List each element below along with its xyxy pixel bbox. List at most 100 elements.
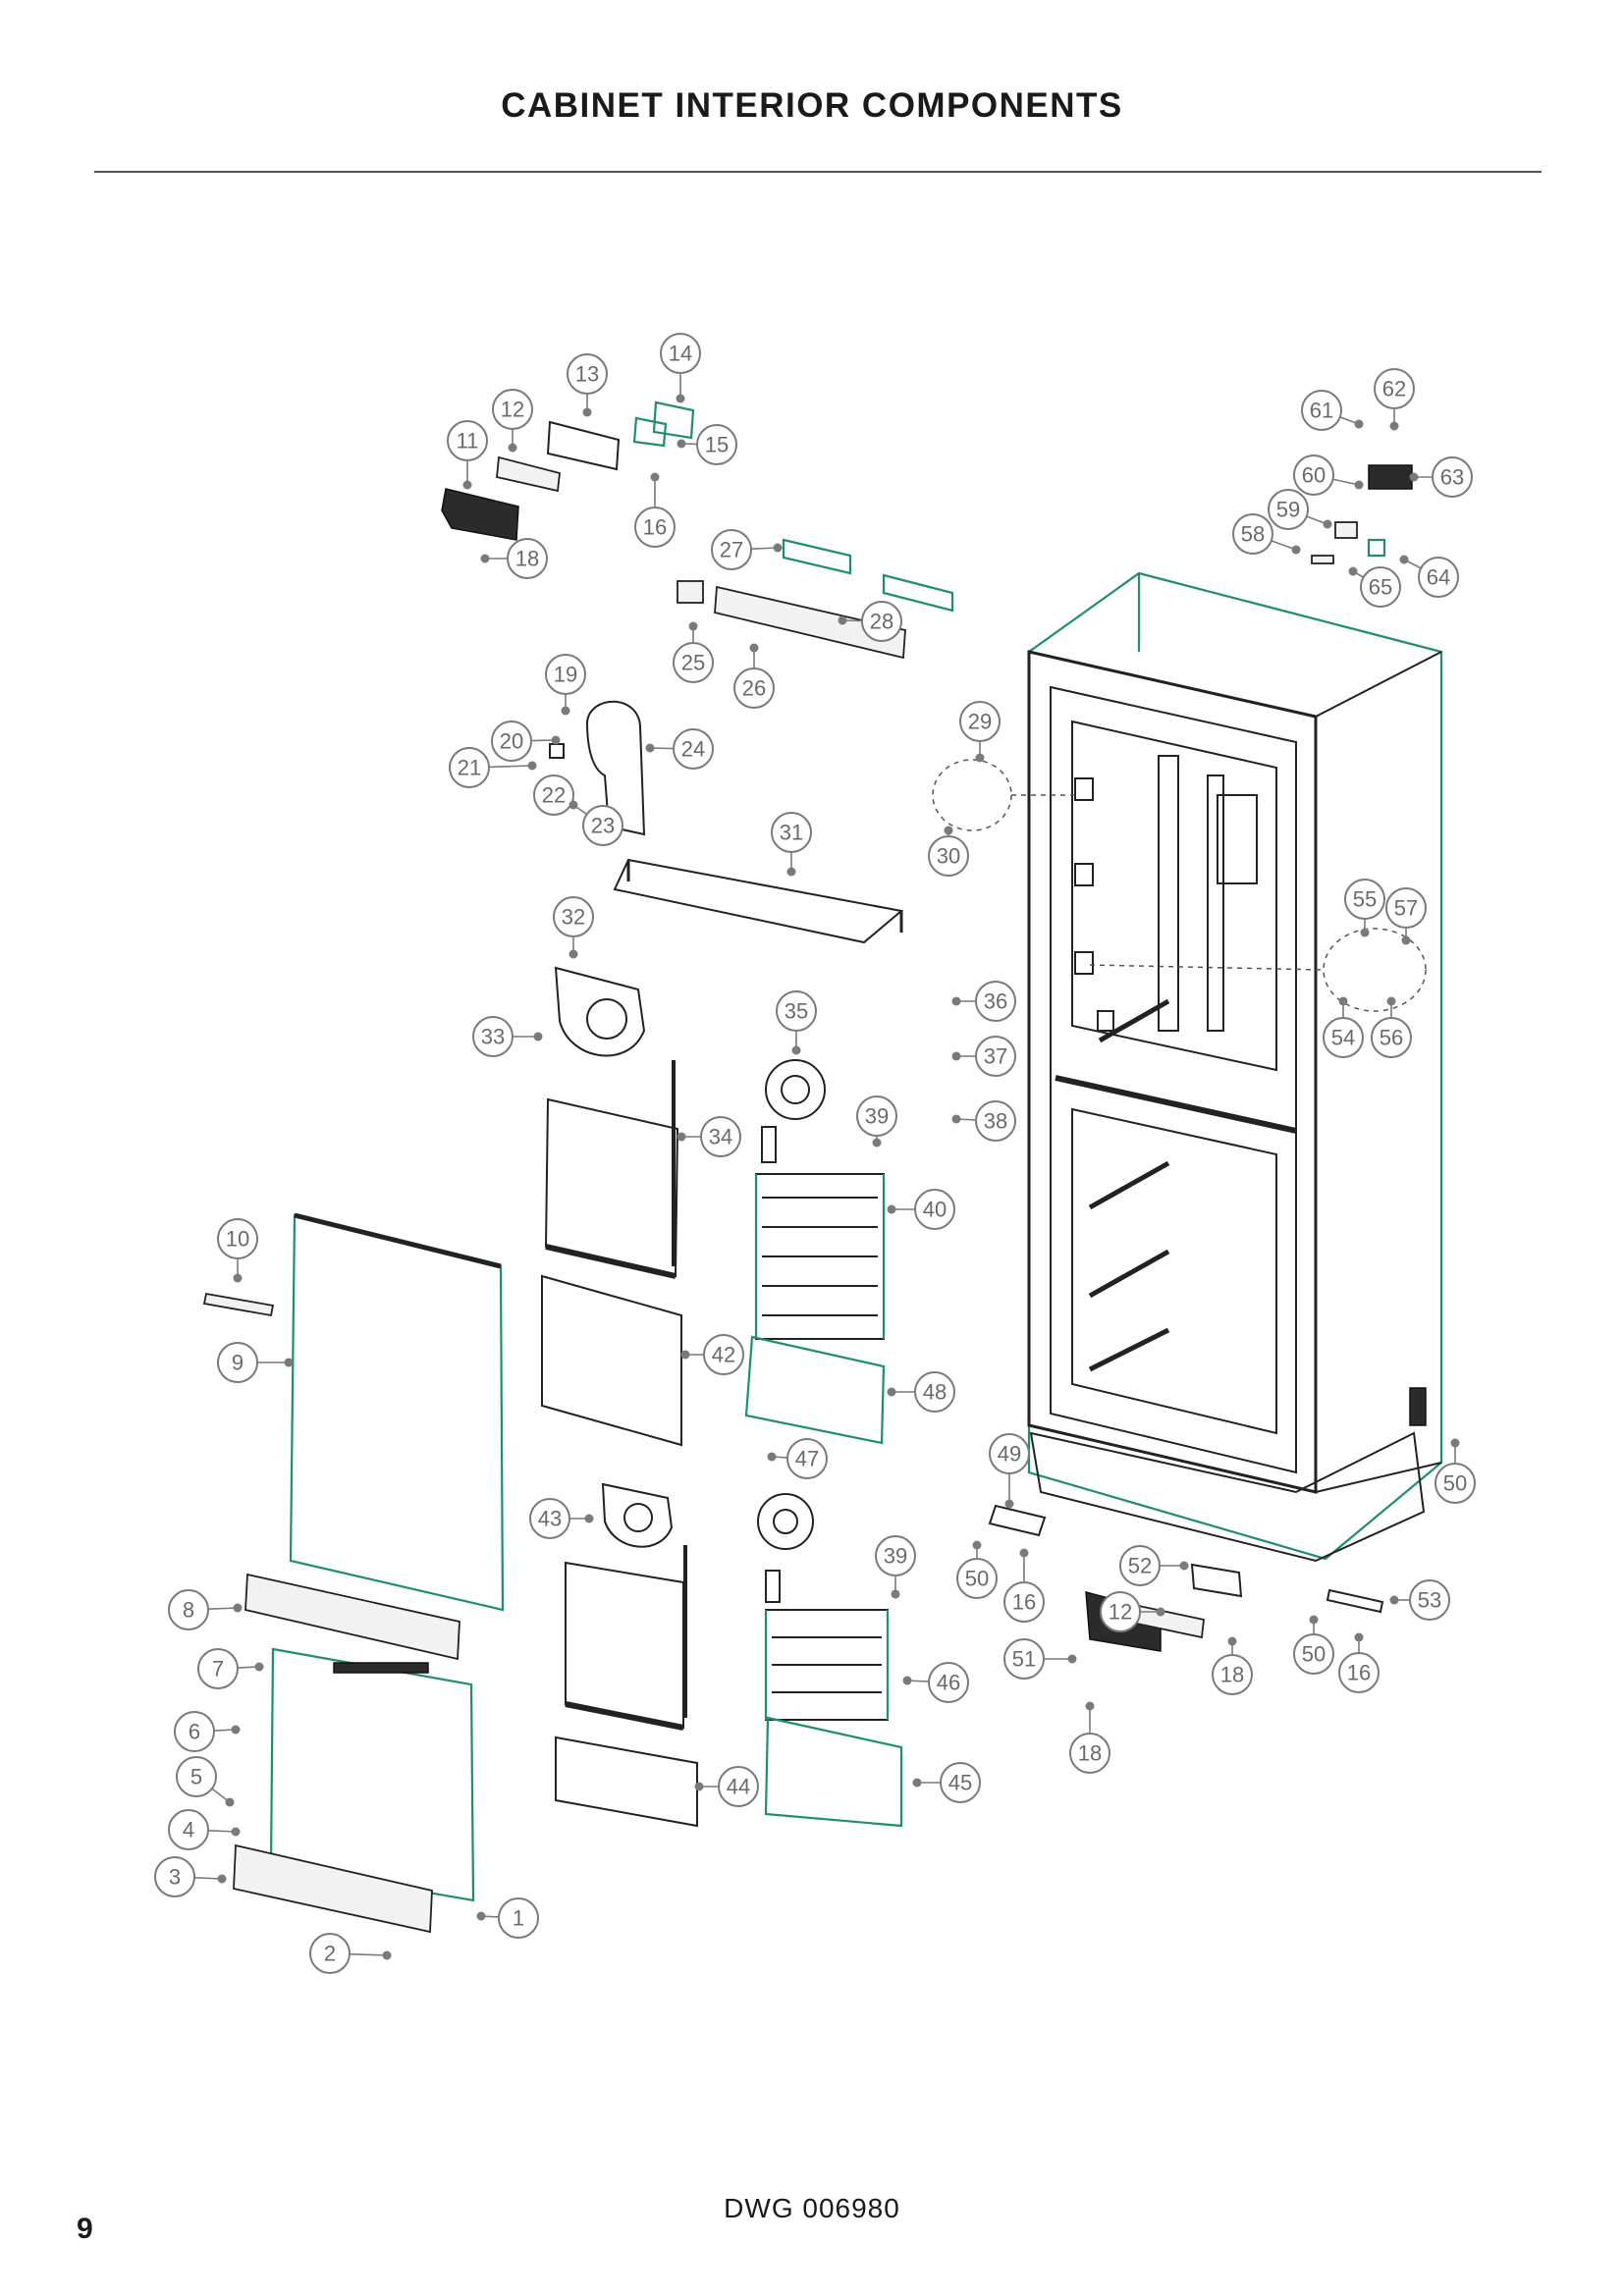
- callout-circle: [491, 721, 532, 762]
- callout-circle: [940, 1762, 981, 1803]
- callout-leader-dot: [1004, 1499, 1014, 1509]
- callout-circle: [1435, 1463, 1476, 1504]
- callout-label: 8: [183, 1598, 194, 1623]
- bracket-right: [882, 573, 954, 613]
- callout-64: 64: [1399, 555, 1459, 598]
- callout-35: 35: [776, 990, 817, 1055]
- callout-label: 23: [591, 814, 615, 838]
- callout-leader-dot: [1338, 996, 1348, 1006]
- callout-leader-dot: [1450, 1438, 1460, 1448]
- callout-13: 13: [567, 353, 608, 417]
- callout-leader-dot: [767, 1452, 777, 1462]
- callout-circle: [533, 774, 574, 816]
- callout-28: 28: [838, 601, 902, 642]
- callout-leader-dot: [773, 543, 783, 553]
- callout-leader-dot: [508, 443, 517, 453]
- callout-label: 38: [984, 1109, 1007, 1134]
- callout-label: 27: [720, 538, 743, 562]
- callout-circle: [545, 654, 586, 695]
- callout-leader-dot: [1389, 1595, 1399, 1605]
- drawing-number: DWG 006980: [724, 2193, 900, 2223]
- callout-label: 26: [742, 676, 766, 701]
- callout-circle: [786, 1438, 828, 1479]
- callout-circle: [673, 642, 714, 683]
- callout-circle: [696, 424, 737, 465]
- callout-18: 18: [1069, 1701, 1110, 1774]
- callout-label: 53: [1418, 1588, 1441, 1613]
- callout-leader-dot: [231, 1725, 241, 1735]
- callout-label: 50: [965, 1567, 989, 1591]
- callout-7: 7: [197, 1648, 264, 1689]
- callout-circle: [928, 835, 969, 877]
- callout-16: 16: [1003, 1548, 1045, 1623]
- callout-label: 63: [1440, 465, 1464, 490]
- callout-circle: [1100, 1591, 1141, 1632]
- callout-leader: [349, 1952, 388, 1956]
- callout-circle: [1268, 489, 1309, 530]
- callout-label: 61: [1310, 399, 1333, 423]
- callout-circle: [914, 1371, 955, 1413]
- callout-leader-dot: [225, 1797, 235, 1807]
- callout-circle: [1338, 1652, 1380, 1693]
- callout-leader-dot: [1354, 419, 1364, 429]
- callout-leader-dot: [791, 1045, 801, 1055]
- callout-label: 54: [1331, 1026, 1355, 1050]
- callout-leader-dot: [582, 407, 592, 417]
- callout-circle: [959, 701, 1001, 742]
- callout-leader-dot: [1085, 1701, 1095, 1711]
- callout-16: 16: [1338, 1632, 1380, 1693]
- callout-leader-dot: [1354, 480, 1364, 490]
- trim-strip-upper: [244, 1573, 460, 1661]
- callout-leader-dot: [527, 761, 537, 771]
- callout-46: 46: [902, 1662, 969, 1703]
- callout-label: 20: [500, 729, 523, 754]
- lower-hinge-bracket: [1190, 1563, 1243, 1598]
- detail-circle-sensor: [1323, 928, 1427, 1012]
- callout-58: 58: [1232, 513, 1301, 555]
- evaporator-cover-lower: [565, 1545, 687, 1731]
- callout-33: 33: [472, 1016, 543, 1057]
- callout-leader-dot: [872, 1138, 882, 1148]
- callout-label: 24: [681, 737, 705, 762]
- callout-37: 37: [951, 1036, 1016, 1077]
- callout-label: 22: [542, 783, 566, 808]
- callout-circle: [217, 1218, 258, 1259]
- callout-circle: [1232, 513, 1273, 555]
- callout-43: 43: [529, 1498, 594, 1539]
- callout-19: 19: [545, 654, 586, 716]
- callout-circle: [861, 601, 902, 642]
- callout-label: 11: [457, 429, 479, 454]
- fan-upper: [765, 1059, 826, 1120]
- callout-31: 31: [771, 812, 812, 877]
- callout-leader-dot: [1179, 1561, 1189, 1571]
- callout-leader-dot: [1354, 1632, 1364, 1642]
- callout-leader-dot: [902, 1676, 912, 1685]
- callout-label: 62: [1382, 377, 1406, 401]
- callout-label: 19: [554, 663, 577, 687]
- callout-49: 49: [989, 1433, 1030, 1509]
- callout-leader-dot: [533, 1032, 543, 1041]
- callout-48: 48: [887, 1371, 955, 1413]
- callout-label: 13: [575, 362, 599, 387]
- callout-leader-dot: [891, 1589, 900, 1599]
- callout-8: 8: [168, 1589, 243, 1630]
- callout-1: 1: [476, 1897, 539, 1939]
- callout-label: 28: [870, 610, 893, 634]
- callout-leader: [193, 1877, 223, 1880]
- callout-label: 10: [226, 1227, 249, 1252]
- callout-45: 45: [912, 1762, 981, 1803]
- callout-circle: [582, 805, 623, 846]
- page-title: CABINET INTERIOR COMPONENTS: [501, 86, 1123, 125]
- callout-circle: [529, 1498, 570, 1539]
- callout-circle: [776, 990, 817, 1032]
- callout-42: 42: [680, 1334, 744, 1375]
- callout-50: 50: [956, 1540, 998, 1599]
- callout-39: 39: [875, 1535, 916, 1599]
- callout-leader-dot: [568, 949, 578, 959]
- callout-leader-dot: [217, 1874, 227, 1884]
- callout-label: 48: [923, 1380, 947, 1405]
- callout-circle: [660, 333, 701, 374]
- callout-leader-dot: [975, 753, 985, 763]
- callout-30: 30: [928, 826, 969, 877]
- callout-label: 42: [712, 1343, 735, 1367]
